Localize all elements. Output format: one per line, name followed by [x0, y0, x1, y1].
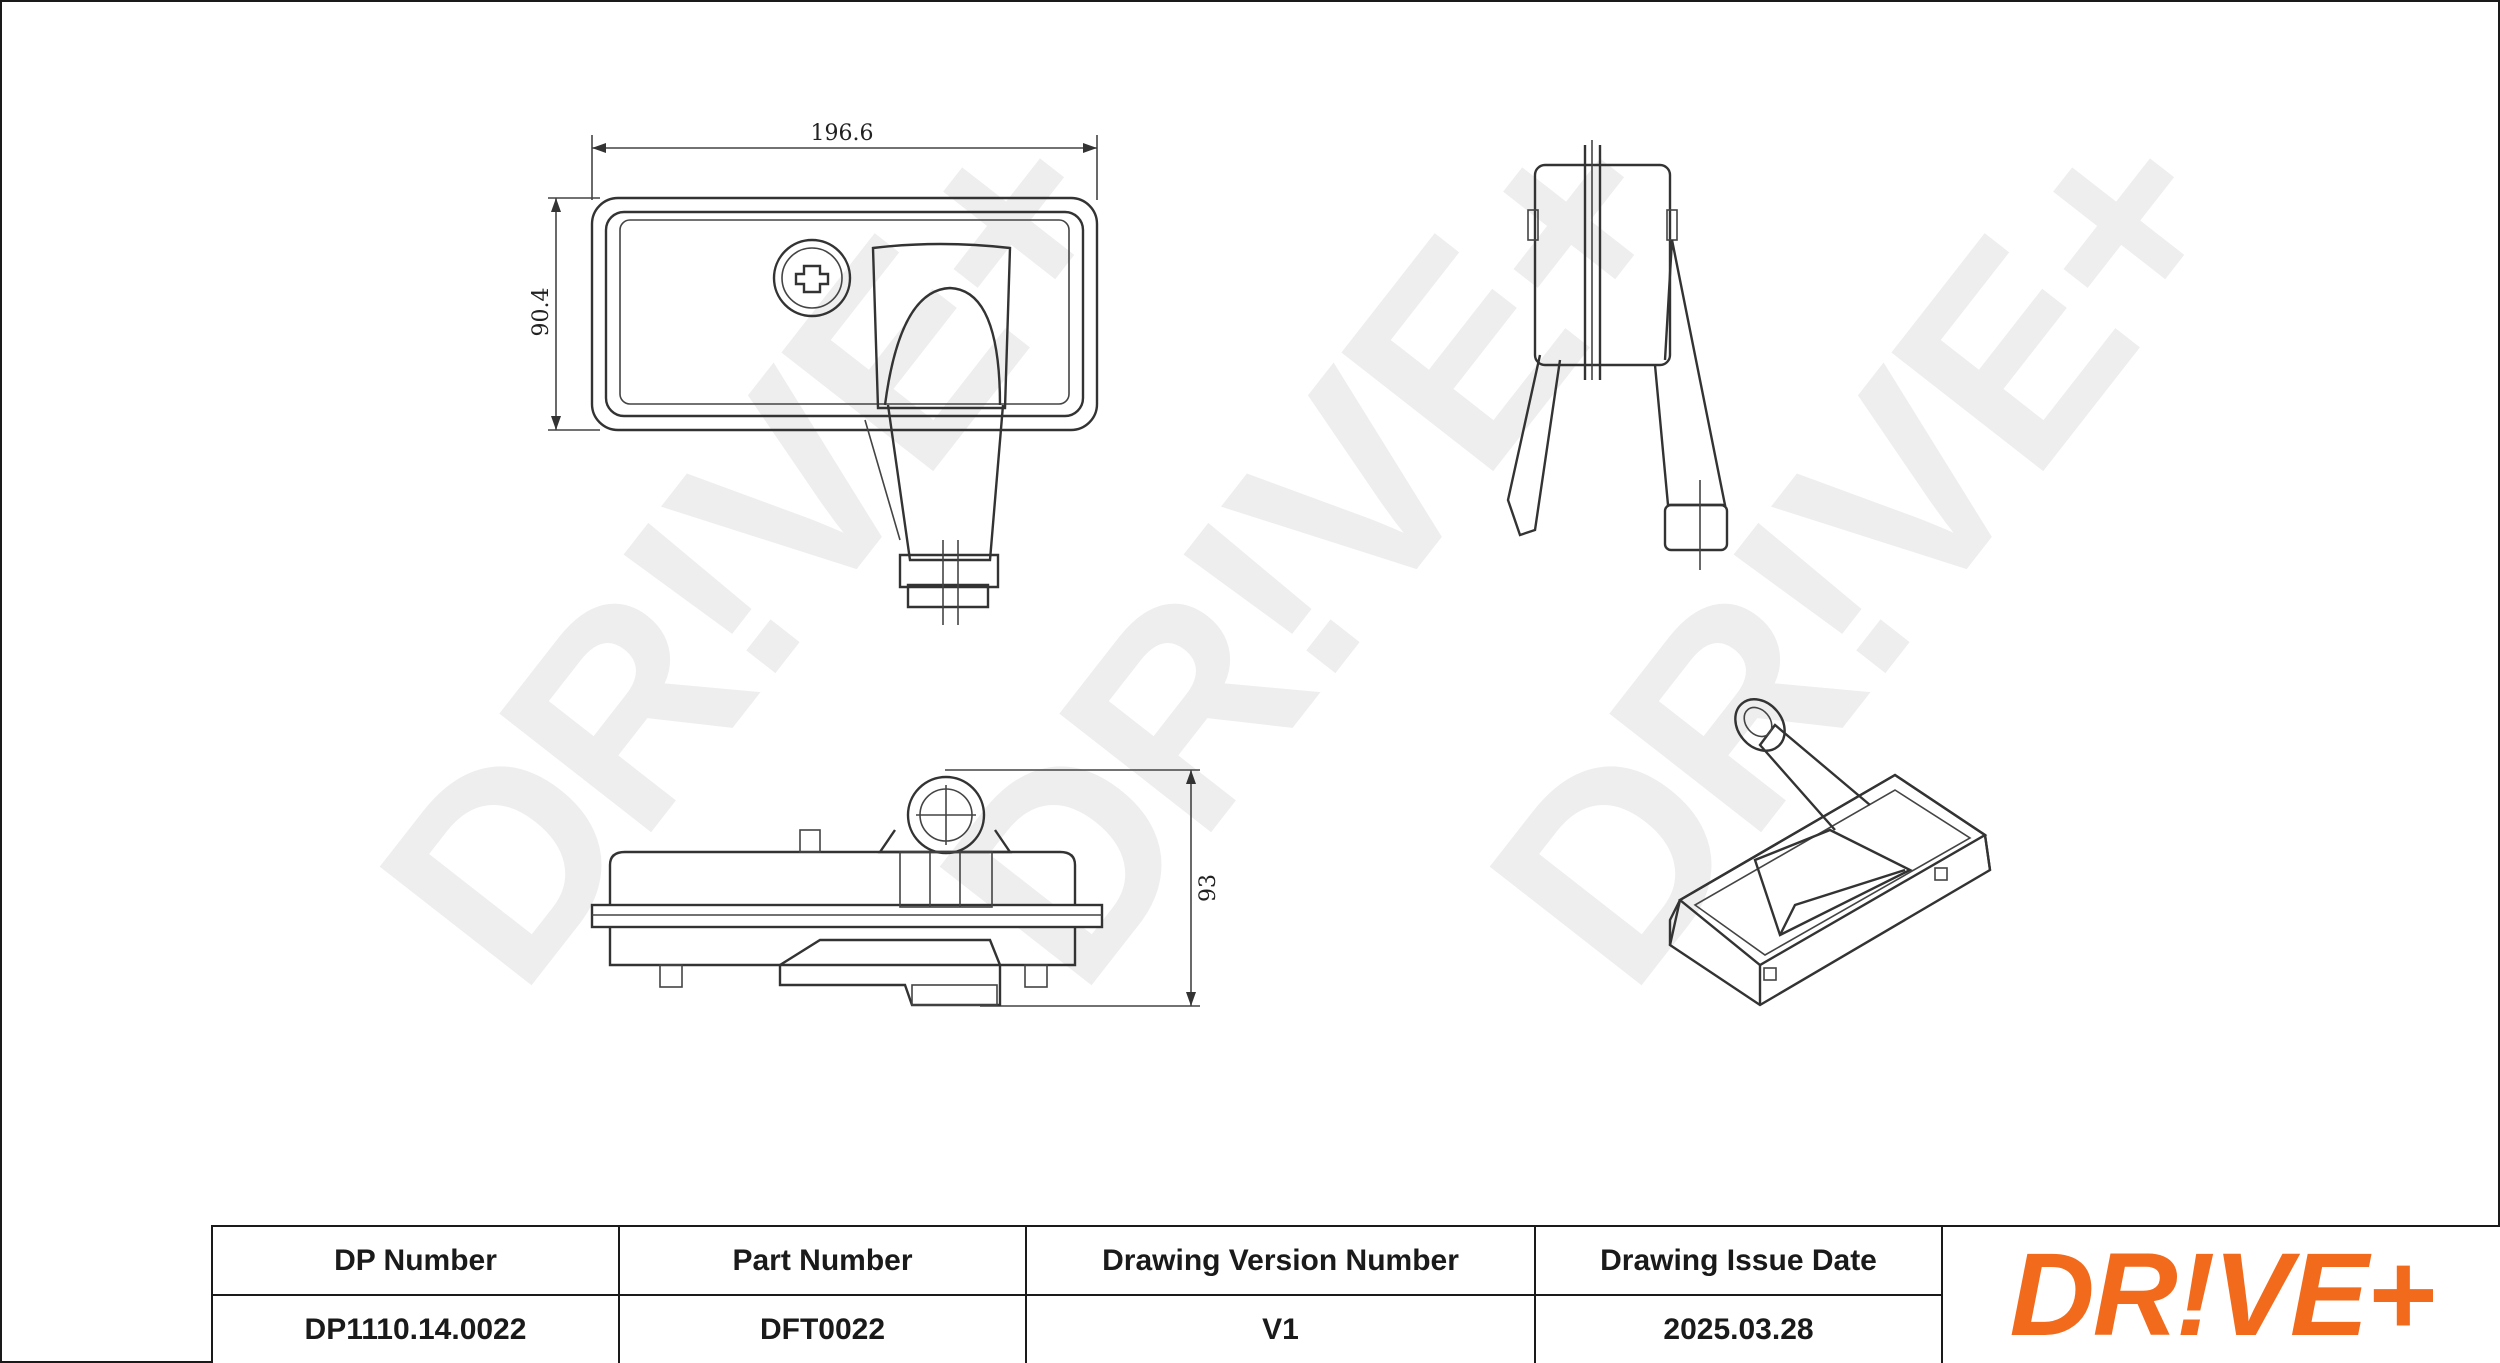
side-view [1506, 140, 1729, 570]
dimension-width-label: 196.6 [811, 121, 874, 146]
value-dp-number: DP1110.14.0022 [304, 1312, 527, 1346]
top-view: 196.6 90.4 [529, 121, 1099, 625]
technical-drawing: DR!VE+ DR!VE+ DR!VE+ 196.6 90.4 [321, 67, 2284, 1037]
value-drawing-version: V1 [1262, 1312, 1299, 1346]
isometric-view [1668, 698, 1992, 1007]
front-view: 93 [590, 769, 1221, 1007]
header-drawing-version: Drawing Version Number [1027, 1227, 1534, 1296]
title-col-part-number: Part Number DFT0022 [620, 1227, 1027, 1363]
dimension-side-height-label: 93 [1196, 874, 1221, 902]
title-col-dp-number: DP Number DP1110.14.0022 [213, 1227, 620, 1363]
value-issue-date: 2025.03.28 [1663, 1312, 1814, 1346]
title-block: DP Number DP1110.14.0022 Part Number DFT… [211, 1225, 2500, 1363]
title-col-issue-date: Drawing Issue Date 2025.03.28 [1536, 1227, 1943, 1363]
drive-logo: DR!VE+ [2009, 1229, 2435, 1361]
title-col-drawing-version: Drawing Version Number V1 [1027, 1227, 1536, 1363]
header-dp-number: DP Number [213, 1227, 618, 1296]
value-part-number: DFT0022 [759, 1312, 886, 1346]
header-part-number: Part Number [620, 1227, 1025, 1296]
dimension-height-label: 90.4 [529, 288, 554, 337]
logo-cell: DR!VE+ [1943, 1227, 2500, 1363]
header-issue-date: Drawing Issue Date [1536, 1227, 1941, 1296]
